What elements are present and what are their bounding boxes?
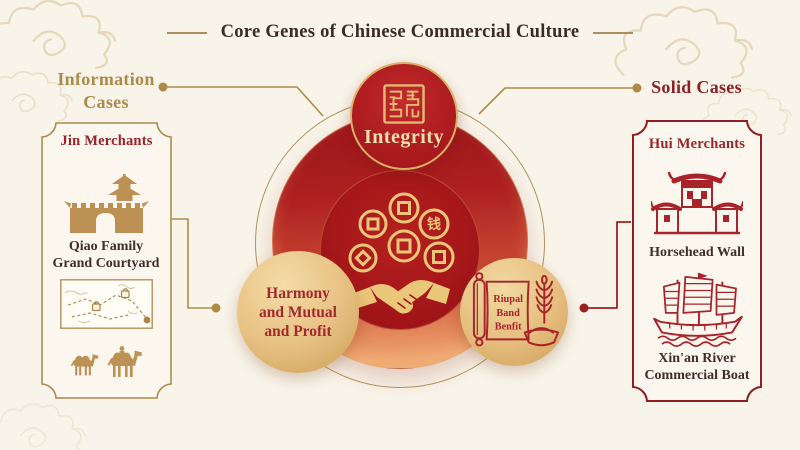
integrity-label: Integrity [363, 125, 445, 148]
coin-character: 钱 [427, 216, 441, 233]
junk-boat-icon [653, 272, 743, 347]
jin-merchants-title: Jin Merchants [60, 133, 153, 149]
core-circle: 钱 [320, 170, 480, 330]
horsehead-wall-caption: Horsehead Wall [649, 245, 745, 260]
card-frame-gold [41, 122, 172, 399]
harmony-line-1: Harmony [266, 284, 330, 302]
hui-merchants-card: Hui Merchants [632, 120, 762, 402]
harmony-line-2: and Mutual [259, 303, 337, 321]
commercial-boat-caption: Xin'an River Commercial Boat [644, 351, 750, 383]
handshake-icon [354, 279, 450, 314]
hui-merchants-title: Hui Merchants [648, 136, 746, 152]
horsehead-wall-icon [651, 171, 743, 235]
title-rule-left [166, 31, 207, 34]
trade-route-map-icon [60, 279, 153, 329]
seal-stamp-icon [383, 83, 425, 124]
scroll-line-1: Riupal [493, 294, 523, 305]
harmony-line-3: and Profit [264, 322, 332, 340]
left-column-heading: Information Cases [57, 69, 155, 112]
camel-caravan-icon [70, 346, 142, 377]
harmony-node: Harmony and Mutual and Profit [237, 251, 359, 373]
courtyard-gate-icon [64, 174, 149, 233]
scroll-node: Riupal Band Benfit [460, 258, 568, 366]
connector-dot-right-mid [579, 303, 589, 313]
jin-merchants-card: Jin Merchants Qiao Family Grand Courtyar… [41, 122, 172, 399]
title-bar: Core Genes of Chinese Commercial Culture [0, 22, 800, 43]
integrity-node: Integrity [350, 62, 458, 170]
courtyard-caption: Qiao Family Grand Courtyard [52, 239, 160, 271]
cloud-ornament-bottom-left [0, 403, 86, 450]
coins-icon: 钱 [348, 192, 455, 273]
page-title: Core Genes of Chinese Commercial Culture [220, 22, 580, 42]
scroll-line-2: Band [496, 308, 520, 319]
connector-dot-left-mid [211, 303, 221, 313]
title-rule-right [593, 31, 634, 34]
scroll-icon: Riupal Band Benfit [472, 272, 560, 347]
right-column-heading: Solid Cases [651, 77, 742, 97]
scroll-line-3: Benfit [495, 322, 522, 333]
